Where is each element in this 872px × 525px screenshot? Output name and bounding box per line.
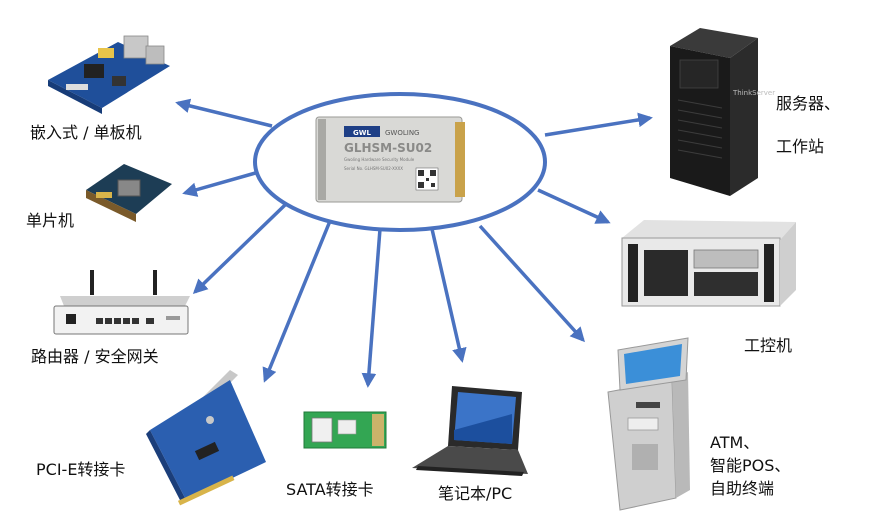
label-ipc: 工控机 [744, 336, 793, 355]
hsm-brand: GWOLING [385, 129, 419, 137]
label-server: 服务器、 工作站 [776, 90, 840, 161]
arrow-router [192, 203, 287, 295]
label-server-line2: 工作站 [776, 137, 825, 156]
mcu-board-icon [86, 164, 172, 222]
label-mcu: 单片机 [26, 211, 75, 230]
arrow-mcu [182, 168, 267, 197]
pcie-card-icon [146, 370, 266, 506]
svg-text:ThinkServer: ThinkServer [732, 89, 775, 97]
hsm-small-2: Serial No. GLHSM-SU02-XXXX [344, 166, 403, 171]
arrow-pcie [262, 220, 332, 383]
arrows [175, 98, 653, 388]
sata-card-icon [303, 411, 387, 449]
server-tower-icon: ThinkServer [670, 28, 775, 196]
industrial-pc-icon [621, 220, 796, 307]
hsm-small-1: Gwoling Hardware Security Module [344, 157, 415, 162]
label-embedded: 嵌入式 / 单板机 [30, 123, 142, 142]
svg-text:GWL: GWL [353, 129, 371, 137]
router-icon [53, 270, 190, 335]
arrow-ipc [478, 224, 585, 343]
label-router: 路由器 / 安全网关 [31, 347, 159, 366]
label-server-line1: 服务器、 [776, 94, 841, 113]
laptop-icon [412, 386, 528, 476]
label-kiosk-line2: 智能POS、 [710, 456, 791, 475]
arrow-laptop [430, 228, 467, 363]
arrow-sata [361, 228, 382, 388]
label-kiosk: ATM、 智能POS、 自助终端 [710, 431, 790, 500]
label-kiosk-line3: 自助终端 [710, 479, 775, 498]
label-sata: SATA转接卡 [286, 480, 374, 499]
arrow-server [544, 112, 653, 137]
label-kiosk-line1: ATM、 [710, 433, 760, 452]
embedded-board-icon [48, 35, 170, 114]
arrow-ipc-right [537, 188, 611, 224]
hsm-module-icon: GWL GWOLING GLHSM-SU02 Gwoling Hardware … [315, 116, 465, 203]
kiosk-icon [607, 337, 690, 511]
hsm-model: GLHSM-SU02 [344, 141, 432, 155]
label-laptop: 笔记本/PC [438, 484, 513, 503]
arrow-embedded [175, 98, 273, 128]
label-pcie: PCI-E转接卡 [36, 460, 126, 479]
